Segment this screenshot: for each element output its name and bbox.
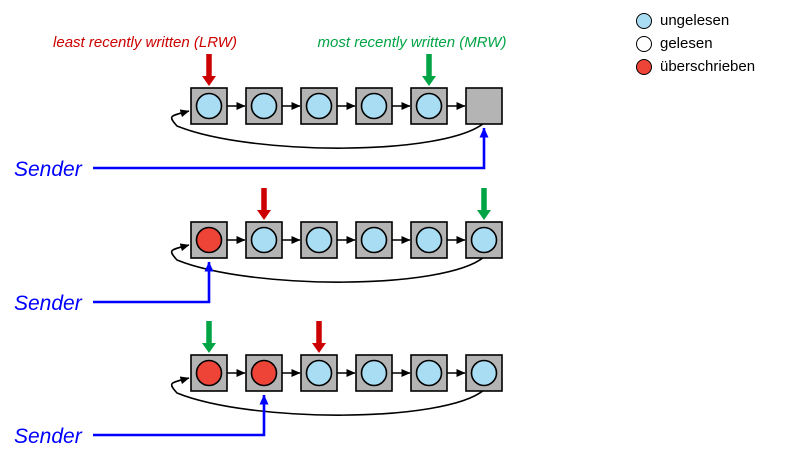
slot-circle-unread <box>250 92 278 120</box>
legend-label-read: gelesen <box>660 35 713 52</box>
sender-arrow <box>93 127 489 170</box>
loopback-arrow <box>170 243 485 283</box>
sender-label: Sender <box>14 292 83 315</box>
slot-circle-unread <box>360 226 388 254</box>
buffer-cell <box>465 87 503 125</box>
lrw-arrow-head <box>312 343 326 353</box>
slot-circle-unread <box>470 226 498 254</box>
sender-label: Sender <box>14 425 83 448</box>
loopback-arrow <box>170 376 485 416</box>
slot-circle-unread <box>305 226 333 254</box>
sender-arrow <box>93 261 214 304</box>
legend-label-unread: ungelesen <box>660 12 730 29</box>
legend-label-overwritten: überschrieben <box>660 58 756 75</box>
unread-circle-icon <box>636 12 652 29</box>
lrw-caption: least recently written (LRW) <box>53 34 237 51</box>
overwritten-circle-icon <box>636 58 652 75</box>
legend: ungelesen gelesen überschrieben <box>636 12 755 75</box>
slot-circle-unread <box>470 359 498 387</box>
slot-circle-unread <box>195 92 223 120</box>
slot-circle-unread <box>305 359 333 387</box>
read-circle-icon <box>636 35 652 52</box>
slot-circle-unread <box>360 359 388 387</box>
slot-circle-unread <box>250 226 278 254</box>
sender-arrow <box>93 394 269 437</box>
mrw-arrow-head <box>477 210 491 220</box>
slot-circle-overwritten <box>195 226 223 254</box>
mrw-arrow-head <box>422 76 436 86</box>
slot-circle-unread <box>415 226 443 254</box>
lrw-arrow-head <box>202 76 216 86</box>
legend-item-overwritten: überschrieben <box>636 58 755 75</box>
slot-circle-unread <box>415 359 443 387</box>
loopback-arrow <box>170 109 485 149</box>
slot-circle-unread <box>415 92 443 120</box>
slot-circle-unread <box>360 92 388 120</box>
legend-item-read: gelesen <box>636 35 755 52</box>
slot-circle-unread <box>305 92 333 120</box>
mrw-arrow-head <box>202 343 216 353</box>
mrw-caption: most recently written (MRW) <box>318 34 507 51</box>
sender-label: Sender <box>14 158 83 181</box>
lrw-arrow-head <box>257 210 271 220</box>
slot-circle-overwritten <box>195 359 223 387</box>
slot-circle-overwritten <box>250 359 278 387</box>
legend-item-unread: ungelesen <box>636 12 755 29</box>
